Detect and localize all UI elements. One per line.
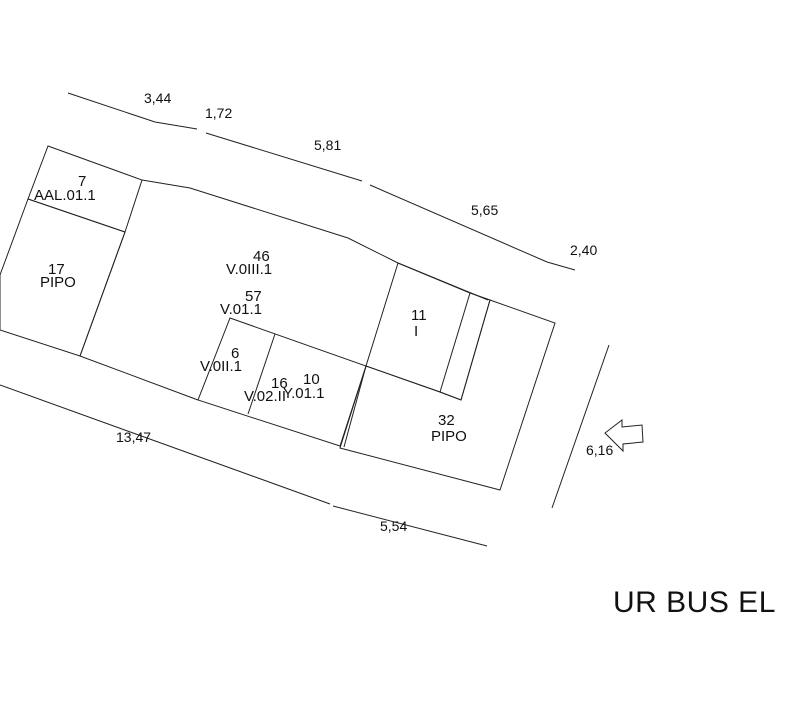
parcel-code: V.01.1 [220, 301, 262, 318]
parcel-number: 17 [48, 261, 65, 278]
parcel-number: 6 [231, 345, 239, 362]
dimension-label: 5,65 [471, 202, 498, 218]
dimension-labels: 3,44 1,72 5,81 5,65 2,40 13,47 5,54 6,16 [116, 90, 613, 534]
dimension-label: 5,54 [380, 518, 407, 534]
arrow-icon [604, 418, 644, 453]
parcel-32-outline [339, 299, 556, 491]
parcel-57-outline [197, 317, 367, 447]
parcel-number: 57 [245, 288, 262, 305]
dimension-label: 1,72 [205, 105, 232, 121]
parcel-code: V.02.II [244, 388, 286, 405]
parcel-number: 7 [78, 173, 86, 190]
dimension-label: 5,81 [314, 137, 341, 153]
parcel-number: 16 [271, 375, 288, 392]
parcel-outlines [0, 145, 556, 491]
parcel-number: 32 [438, 412, 455, 429]
parcel-labels: 7 AAL.01.1 17 PIPO 46 V.0III.1 57 V.01.1… [34, 173, 467, 445]
parcel-number: 46 [253, 248, 270, 265]
street-label: UR BUS EL [613, 586, 776, 619]
parcel-code: AAL.01.1 [34, 187, 96, 204]
parcel-number: 11 [411, 307, 427, 324]
bottom-boundary [0, 344, 610, 547]
parcel-code: Y.01.1 [283, 385, 324, 402]
parcel-code: V.0II.1 [200, 358, 242, 375]
parcel-code: I [414, 323, 418, 340]
top-boundary [67, 92, 576, 271]
parcel-code: V.0III.1 [226, 261, 272, 278]
dimension-label: 2,40 [570, 242, 597, 258]
dimension-label: 6,16 [586, 442, 613, 458]
parcel-code: PIPO [40, 274, 76, 291]
dimension-label: 3,44 [144, 90, 171, 106]
dimension-label: 13,47 [116, 429, 151, 445]
parcel-code: PIPO [431, 428, 467, 445]
parcel-number: 10 [303, 371, 320, 388]
parcel-17-outline [0, 198, 126, 357]
